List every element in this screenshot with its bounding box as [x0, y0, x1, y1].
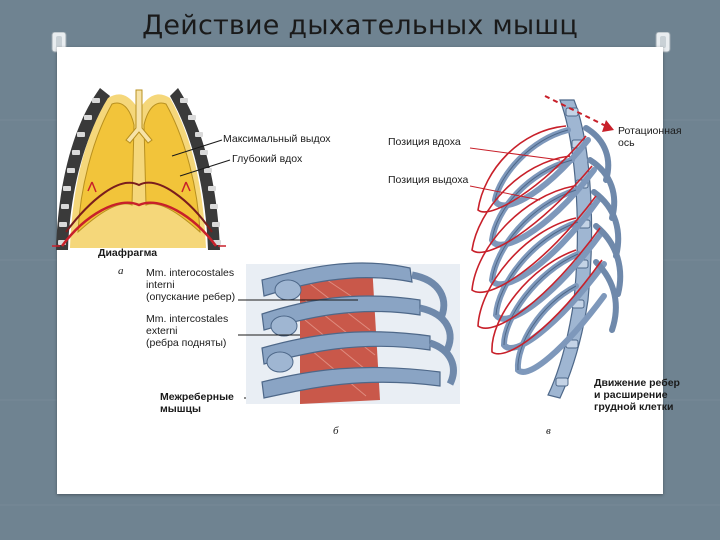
- label-diaphragm: Диафрагма: [98, 247, 157, 259]
- label-rib-movement-2: и расширение: [594, 389, 668, 401]
- label-max-exhale: Максимальный выдох: [223, 133, 331, 145]
- label-internal-intercostals-3: (опускание ребер): [146, 291, 235, 303]
- label-internal-intercostals-2: interni: [146, 279, 175, 291]
- label-internal-intercostals-1: Mm. interocostales: [146, 267, 234, 279]
- label-intercostal-muscles-2: мышцы: [160, 403, 201, 415]
- label-exhale-position: Позиция выдоха: [388, 174, 469, 186]
- label-external-intercostals-1: Mm. intercostales: [146, 313, 228, 325]
- label-external-intercostals-3: (ребра подняты): [146, 337, 226, 349]
- pin-icon: [655, 32, 671, 53]
- panel-c-illustration: [469, 95, 624, 399]
- label-intercostal-muscles-1: Межреберные: [160, 391, 234, 403]
- panel-b-letter: б: [333, 425, 339, 437]
- label-deep-inhale: Глубокий вдох: [232, 153, 303, 165]
- label-rib-movement-3: грудной клетки: [594, 401, 674, 413]
- panel-b-illustration: [238, 262, 460, 404]
- label-rotation-axis-1: Ротационная: [618, 125, 682, 137]
- label-external-intercostals-2: externi: [146, 325, 178, 337]
- label-inhale-position: Позиция вдоха: [388, 136, 461, 148]
- panel-c-letter: в: [546, 425, 551, 437]
- label-rotation-axis-2: ось: [618, 137, 635, 149]
- panel-a-letter: а: [118, 265, 124, 277]
- slide-title: Действие дыхательных мышц: [142, 10, 578, 41]
- panel-a-illustration: [52, 88, 231, 250]
- label-rib-movement-1: Движение ребер: [594, 377, 680, 389]
